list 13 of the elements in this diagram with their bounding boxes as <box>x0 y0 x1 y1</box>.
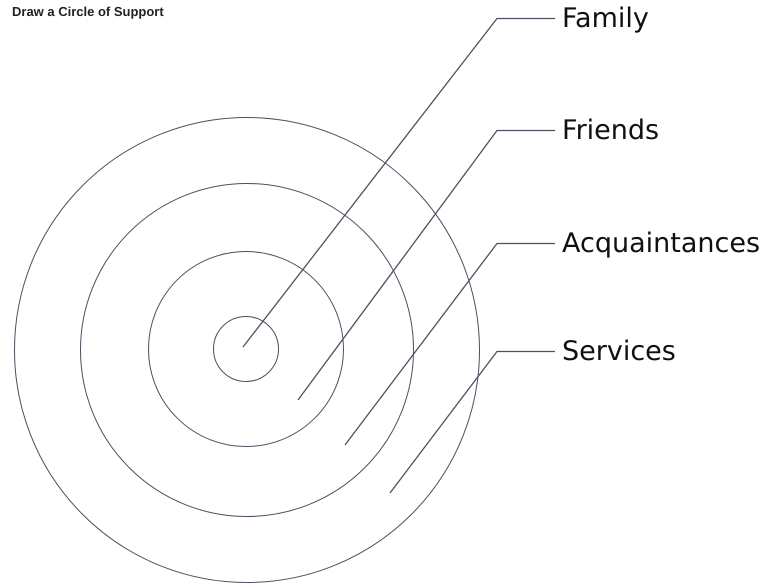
title: Draw a Circle of Support <box>12 4 164 19</box>
leader-line <box>389 350 555 494</box>
category-label: Family <box>562 5 649 32</box>
ring-circle <box>80 182 414 516</box>
leader-line <box>344 242 555 446</box>
category-label: Acquaintances <box>562 230 760 257</box>
leader-line <box>242 18 555 348</box>
ring-circle <box>212 316 278 382</box>
leader-line <box>297 130 555 400</box>
ring-circle <box>148 251 344 447</box>
category-label: Services <box>562 338 676 365</box>
category-label: Friends <box>562 117 660 144</box>
ring-circle <box>14 117 480 583</box>
